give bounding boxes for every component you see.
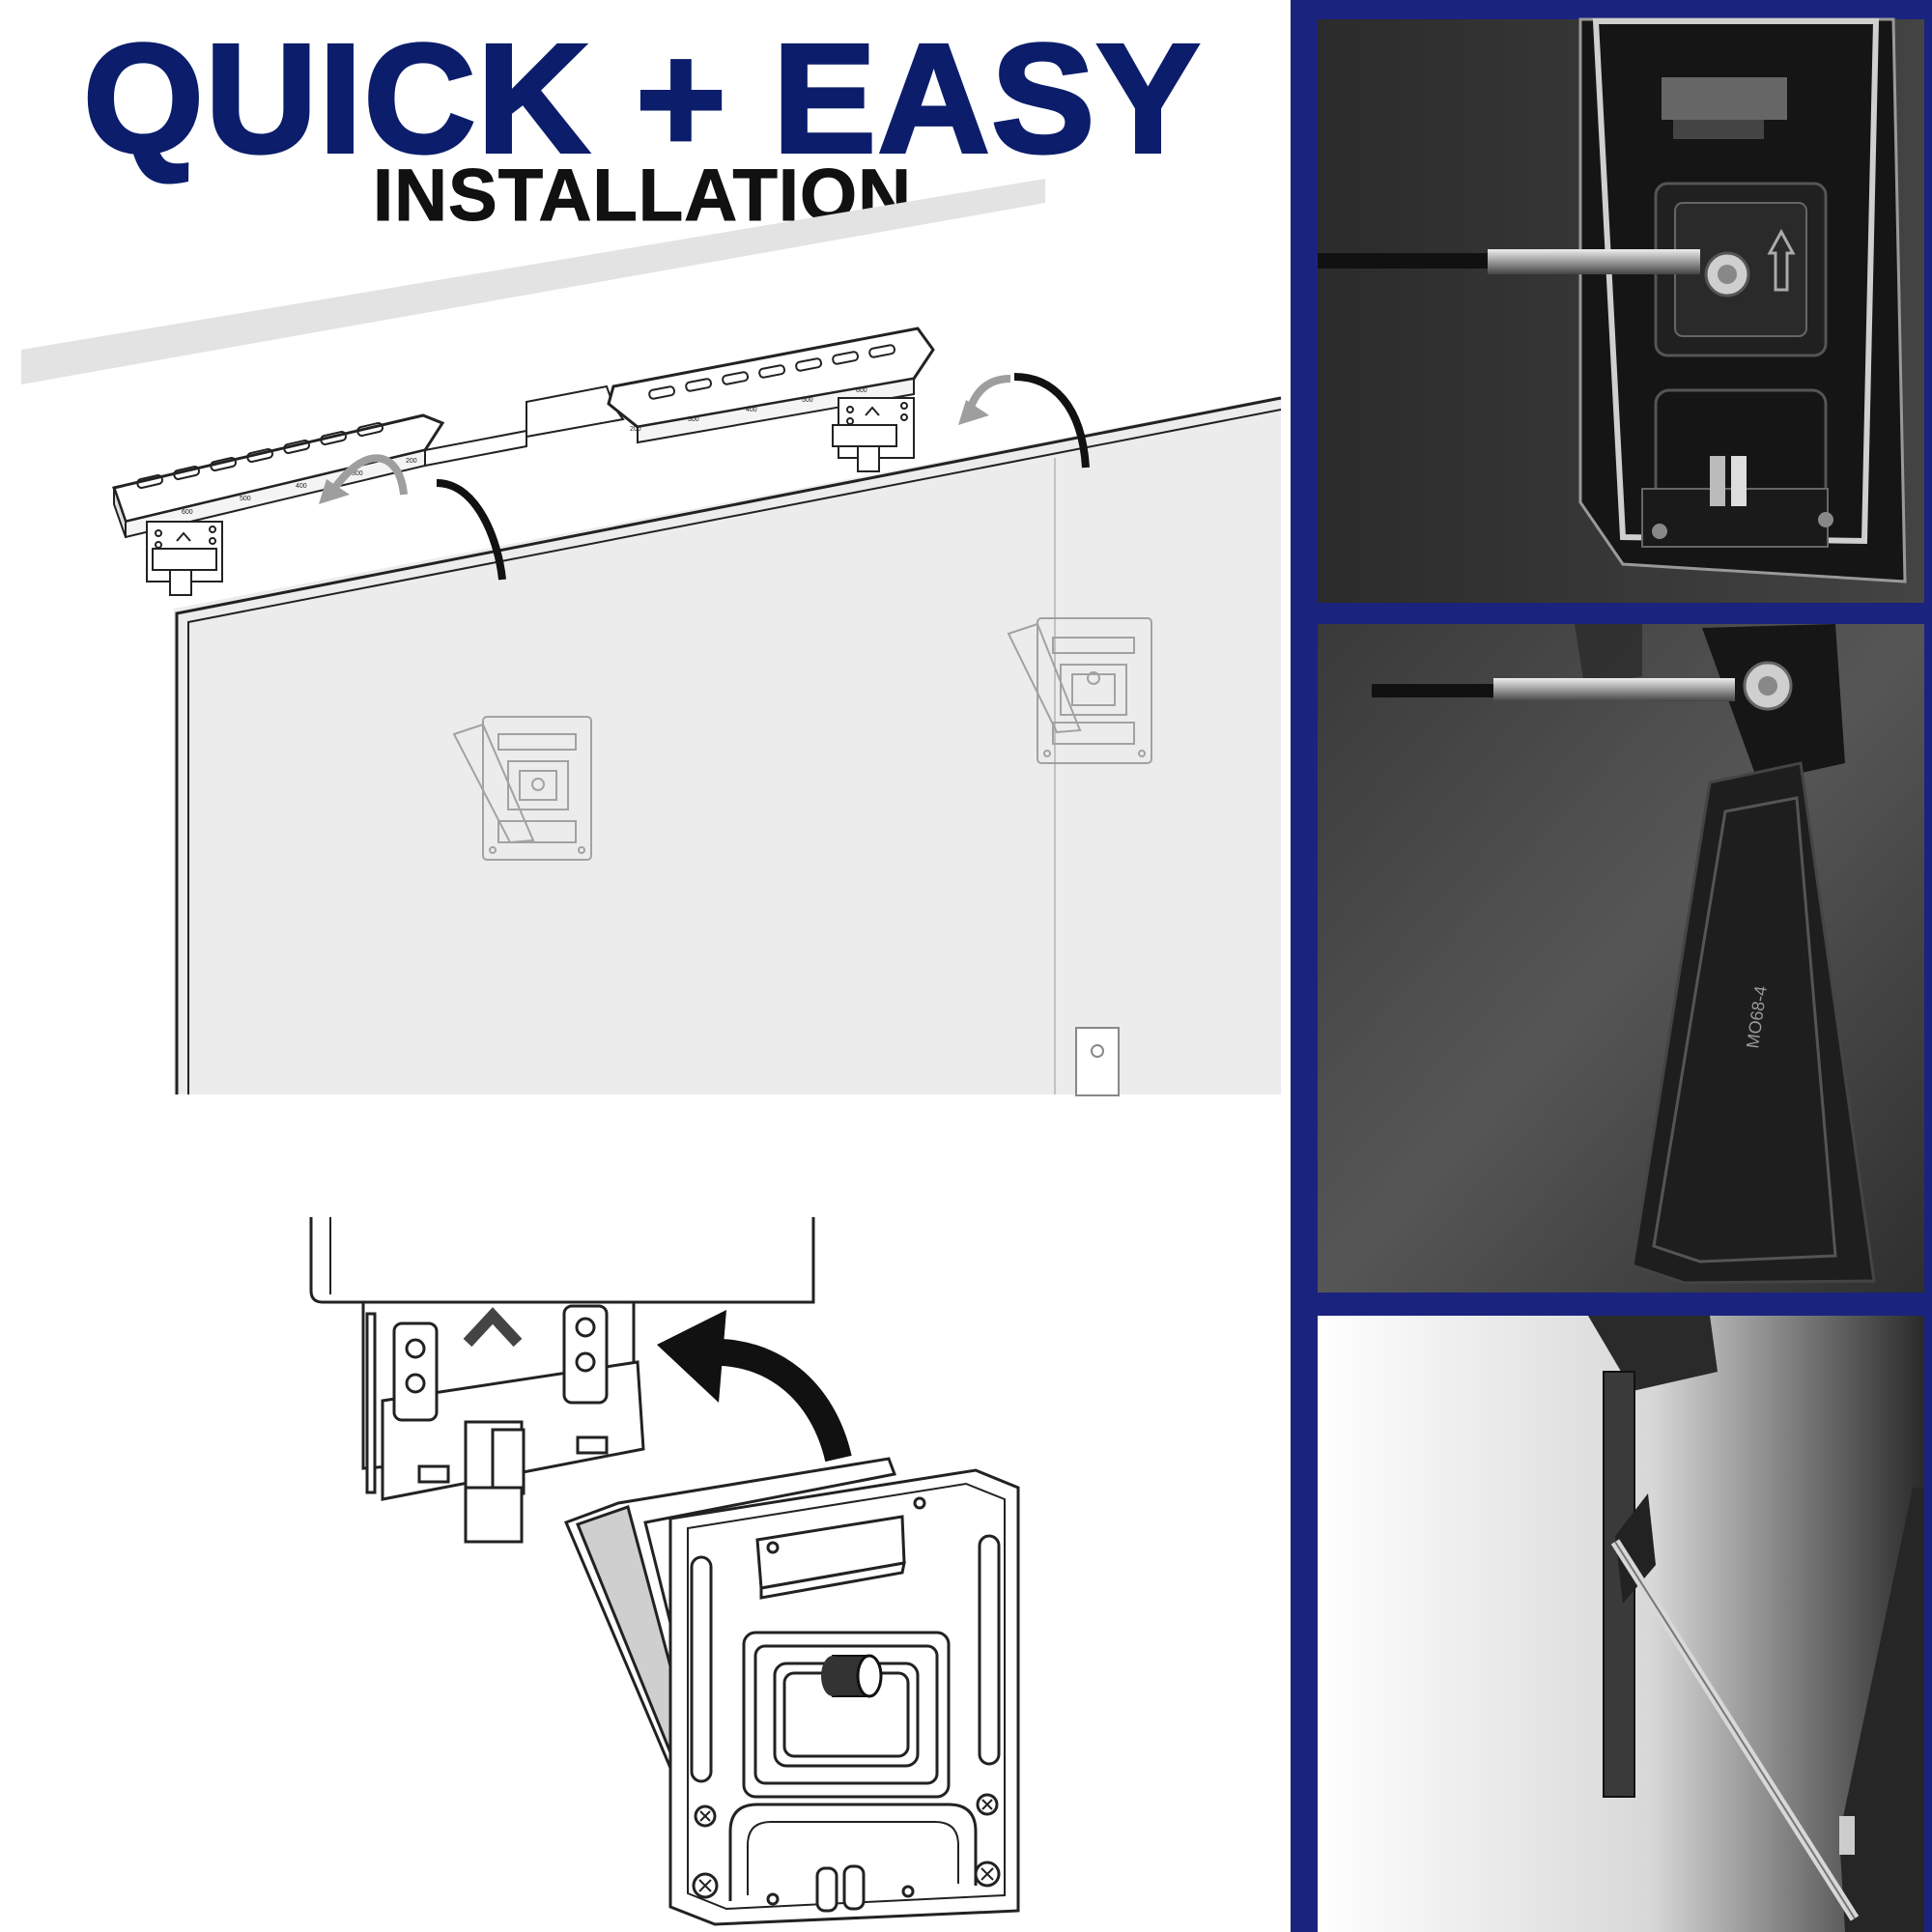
rail-scale-label: 500 [802, 397, 813, 404]
bracket-closeup-diagram [309, 1217, 1020, 1926]
photo-panel-side-view [1318, 1316, 1924, 1932]
rail-scale-label: 500 [240, 496, 251, 502]
photo-panel-screw-install [1318, 17, 1924, 603]
tv-leg-bracket [1075, 1027, 1120, 1096]
up-chevron-icon [463, 1307, 523, 1348]
wall-shelf-band [21, 179, 1045, 384]
up-chevron-icon [865, 406, 880, 416]
wall-hook-plate [361, 1300, 645, 1544]
rail-scale-label: 200 [406, 458, 417, 465]
wall-rail-right: 200 300 400 500 600 [526, 327, 935, 444]
headline-title: QUICK + EASY [81, 10, 1202, 186]
tv-back-panel [174, 396, 1281, 1094]
photo-panel-bracket-attach: MO68-4 [1318, 624, 1924, 1293]
curved-arrow-icon [958, 373, 1090, 469]
bracket-screws [692, 1496, 1001, 1906]
tv-bracket-plate [564, 1457, 1020, 1926]
tv-bracket-faded [452, 716, 592, 861]
tv-bracket-faded [1007, 617, 1152, 764]
rail-scale-label: 300 [352, 470, 363, 477]
curved-arrow-icon [657, 1310, 852, 1463]
rail-hook-right [832, 397, 915, 472]
rail-scale-label: 200 [630, 426, 641, 433]
tv-install-diagram: 600 500 400 300 200 [21, 179, 1282, 1096]
tv-bracket-stud [821, 1654, 883, 1698]
rail-scale-label: 300 [688, 416, 699, 423]
rail-scale-label: 600 [182, 509, 193, 516]
rail-hook-left [146, 521, 223, 596]
tv-edge [309, 1217, 815, 1304]
wall-rail-left: 600 500 400 300 200 [112, 413, 527, 539]
curved-arrow-icon [319, 454, 506, 581]
rail-scale-label: 400 [746, 407, 757, 413]
rail-scale-label: 600 [856, 387, 867, 394]
rail-scale-label: 400 [296, 483, 307, 490]
tv-frame-edge [175, 396, 1282, 1094]
up-chevron-icon [176, 531, 191, 542]
